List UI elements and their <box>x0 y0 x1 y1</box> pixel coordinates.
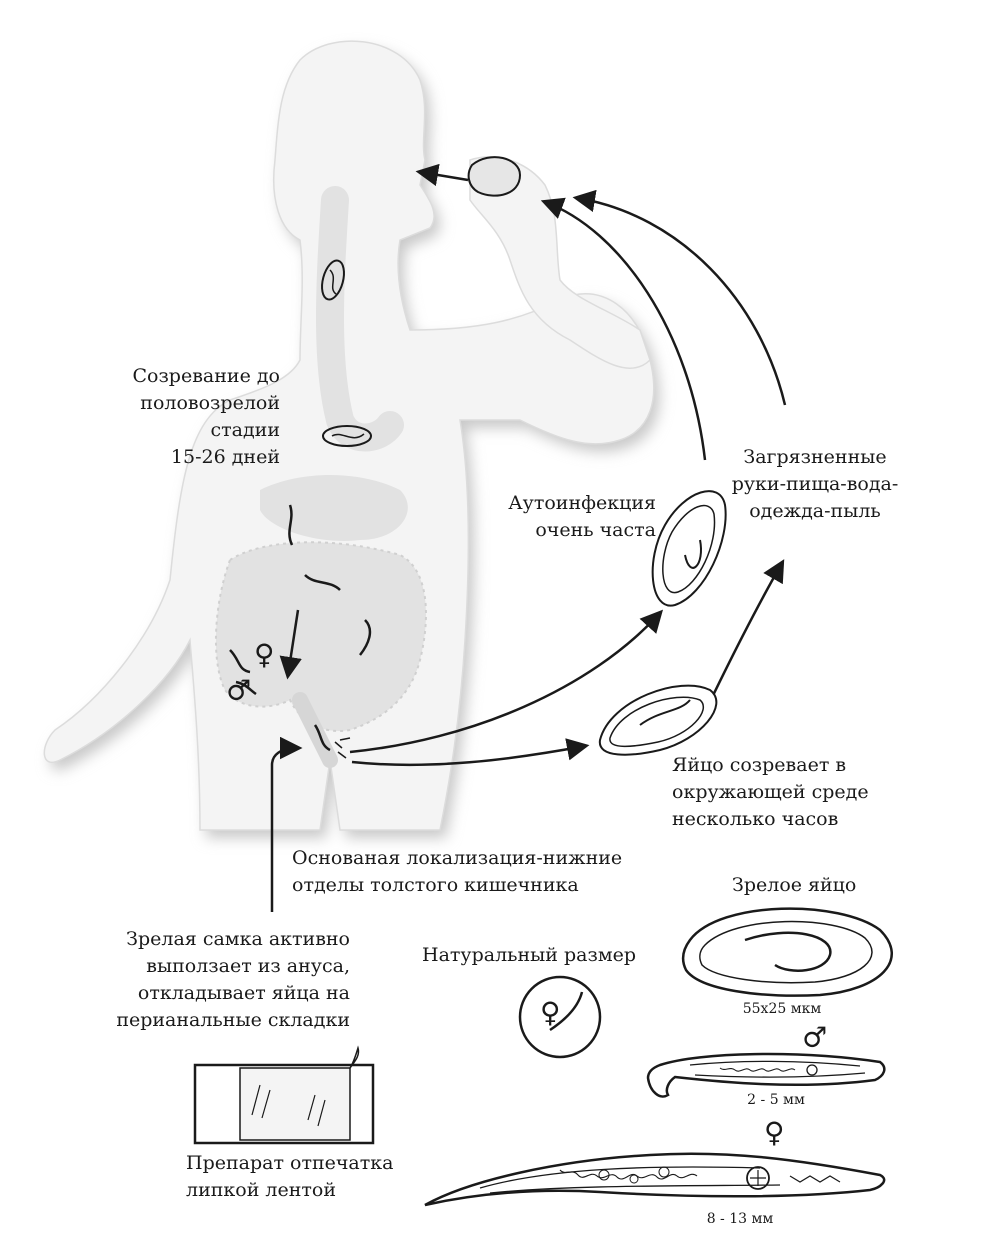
female-symbol-natural-size: ♀ <box>540 996 561 1029</box>
arrow-egg-to-environment <box>703 559 785 713</box>
larvae-in-intestine <box>229 504 372 759</box>
egg-lower <box>598 684 718 756</box>
adhesive-tape-slide <box>193 1045 375 1145</box>
label-tape-prep: Препарат отпечатка липкой лентой <box>186 1152 394 1201</box>
label-female-crawls: Зрелая самка активно выползает из ануса,… <box>116 928 350 1031</box>
label-egg-matures: Яйцо созревает в окружающей среде нескол… <box>672 754 869 830</box>
downward-intestine-arrow <box>279 609 302 680</box>
arrow-anus-to-egg-lower <box>351 738 590 767</box>
male-symbol-worm: ♂ <box>802 1021 828 1054</box>
digestive-tract <box>214 186 427 768</box>
female-symbol-intestine: ♀ <box>254 638 275 671</box>
female-symbol-worm: ♀ <box>764 1116 785 1149</box>
arrow-anus-to-egg-upper <box>349 609 664 754</box>
natural-size-circle <box>518 975 602 1059</box>
female-worm <box>424 1152 886 1207</box>
arrow-autoinfection <box>540 197 707 461</box>
label-female-size: 8 - 13 мм <box>706 1211 774 1227</box>
label-autoinfection: Аутоинфекция очень часта <box>508 492 656 541</box>
arrow-female-to-anus <box>270 736 303 912</box>
label-mature-egg: Зрелое яйцо <box>732 874 857 896</box>
egg-in-stomach <box>322 425 372 447</box>
label-maturation: Созревание до половозрелой стадии 15-26 … <box>132 365 280 468</box>
label-egg-size: 55x25 мкм <box>742 1001 822 1017</box>
lifecycle-arrows <box>270 163 787 912</box>
label-contaminated: Загрязненные руки-пища-вода- одежда-пыль <box>731 446 899 522</box>
mature-egg-drawing <box>681 907 893 997</box>
label-natural-size: Натуральный размер <box>422 944 637 966</box>
mouth-opening <box>467 156 522 197</box>
egg-in-esophagus <box>321 259 345 301</box>
label-male-size: 2 - 5 мм <box>747 1092 805 1108</box>
male-symbol-intestine: ♂ <box>226 674 252 707</box>
egg-upper <box>651 490 727 607</box>
arrow-to-mouth <box>415 163 469 187</box>
arrow-contaminated <box>572 189 787 406</box>
label-main-localization: Основаная локализация-нижние отделы толс… <box>292 847 623 896</box>
male-worm <box>646 1052 886 1098</box>
